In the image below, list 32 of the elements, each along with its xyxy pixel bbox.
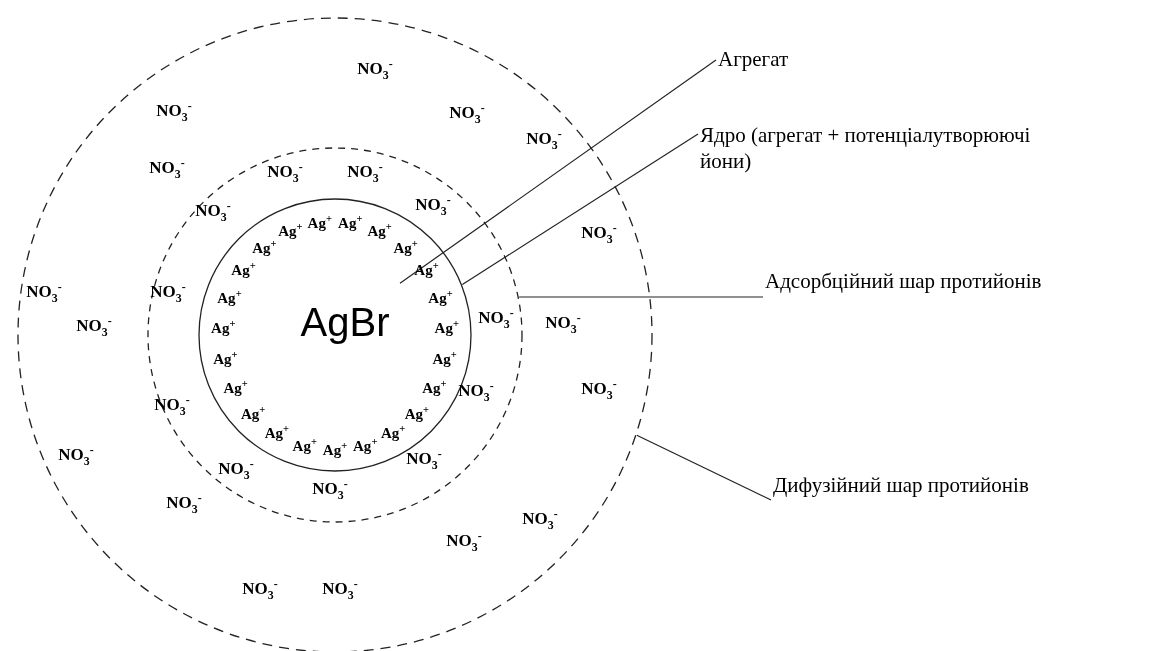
ion-label: Ag$^{+}$: [211, 318, 236, 336]
aggregate-formula: AgBr: [290, 282, 400, 362]
ion-label: Ag$^{+}$: [223, 378, 248, 396]
ion-label: Ag$^{+}$: [241, 404, 266, 422]
leader-line: [636, 434, 772, 501]
ion-label: Ag$^{+}$: [381, 423, 406, 441]
ion-label: Ag$^{+}$: [292, 436, 317, 454]
ion-label: Ag$^{+}$: [252, 238, 277, 256]
ion-label: Ag$^{+}$: [432, 349, 457, 367]
ion-label: Ag$^{+}$: [404, 404, 429, 422]
leader-line: [461, 133, 699, 286]
ion-label: Ag$^{+}$: [353, 436, 378, 454]
callout-label: Ядро (агрегат + потенціалутворюючі йони): [700, 122, 1040, 175]
adsorption-layer-circle: [147, 147, 523, 523]
callout-label: Адсорбційний шар протийонів: [765, 268, 1065, 295]
ion-label: Ag$^{+}$: [278, 221, 303, 239]
ion-label: Ag$^{+}$: [213, 349, 238, 367]
ion-label: Ag$^{+}$: [434, 318, 459, 336]
ion-label: Ag$^{+}$: [264, 423, 289, 441]
leader-line: [399, 59, 717, 284]
callout-label: Агрегат: [718, 46, 918, 73]
ion-label: Ag$^{+}$: [367, 221, 392, 239]
ion-label: Ag$^{+}$: [231, 260, 256, 278]
callout-label: Дифузійний шар протийонів: [773, 472, 1053, 499]
ion-label: Ag$^{+}$: [217, 288, 242, 306]
ion-label: Ag$^{+}$: [322, 440, 348, 458]
ion-label: Ag$^{+}$: [428, 288, 453, 306]
ion-label: Ag$^{+}$: [307, 213, 332, 231]
ion-label: Ag$^{+}$: [393, 238, 418, 256]
ion-label: Ag$^{+}$: [338, 213, 363, 231]
leader-line: [518, 296, 764, 298]
ion-label: Ag$^{+}$: [422, 378, 447, 396]
